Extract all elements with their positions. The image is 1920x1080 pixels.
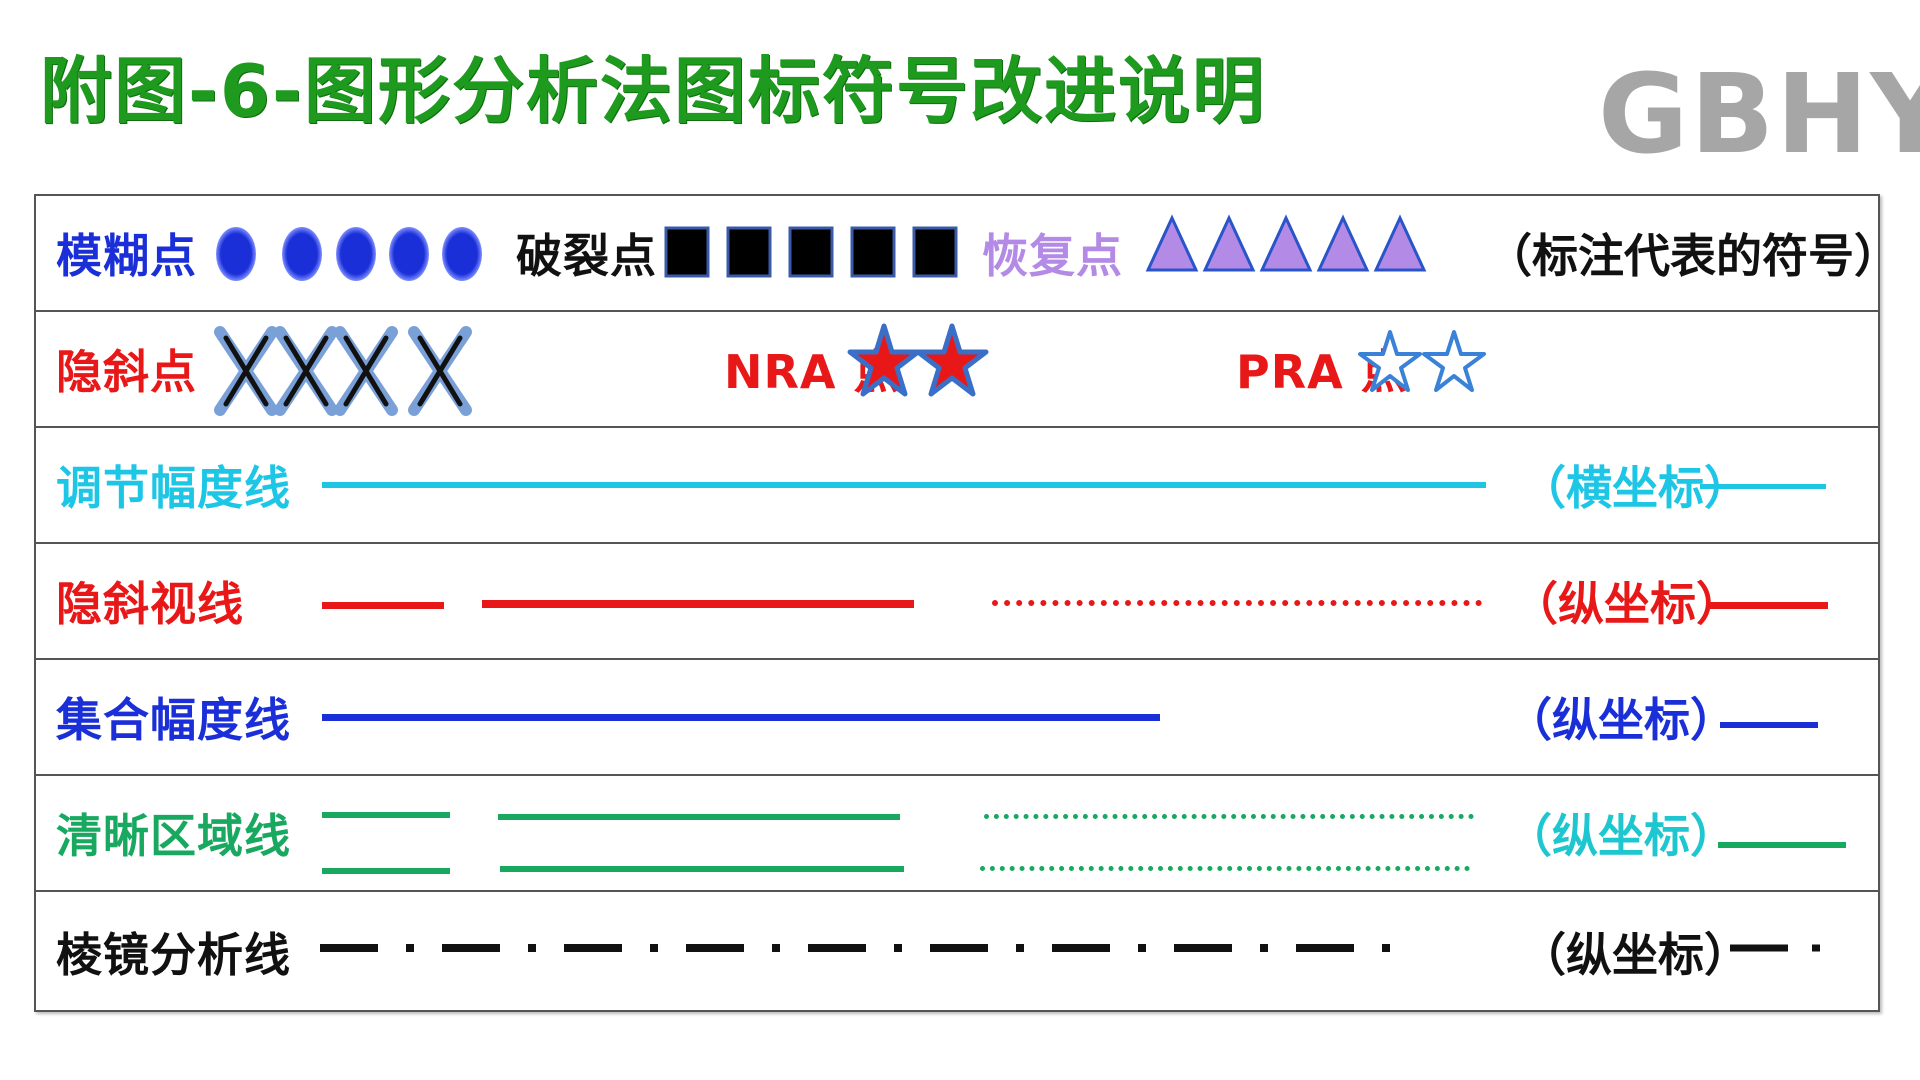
vergence-line-key: [1720, 722, 1818, 728]
recovery-point-label: 恢复点: [982, 229, 1123, 283]
phoria-axis-note: （纵坐标）: [1512, 577, 1742, 631]
vergence-line-sample: [322, 714, 1160, 721]
phoria-line-dash-long: [482, 600, 914, 608]
blur-dot: [389, 227, 429, 281]
phoria-point-symbols: [214, 326, 472, 416]
vergence-line-label: 集合幅度线: [56, 693, 291, 747]
pra-star: [1358, 330, 1422, 392]
clear-zone-axis-note: （纵坐标）: [1506, 809, 1736, 863]
row-accommodation-line: 调节幅度线 （横坐标）: [36, 428, 1878, 544]
phoria-line-key: [1710, 602, 1828, 609]
row-clear-zone-line: 清晰区域线 （纵坐标）: [36, 776, 1878, 892]
clear-zone-upper-dotted: [984, 814, 1474, 819]
phoria-x-mark: [274, 326, 338, 416]
pra-star: [1422, 330, 1486, 392]
nra-star: [847, 323, 921, 397]
blur-dot: [336, 227, 376, 281]
prism-line-key: [1730, 944, 1830, 952]
break-point-symbols: [664, 226, 958, 278]
blur-dot: [442, 227, 482, 281]
phoria-point-label: 隐斜点: [56, 345, 197, 399]
nra-star: [915, 323, 989, 397]
accommodation-line-sample: [322, 482, 1486, 488]
page-title: 附图-6-图形分析法图标符号改进说明: [40, 49, 1266, 133]
blur-point-symbols: [216, 227, 482, 281]
blur-dot: [282, 227, 322, 281]
clear-zone-lower-short: [322, 868, 450, 874]
accommodation-line-key: [1700, 484, 1826, 489]
phoria-line-dotted: [992, 600, 1482, 606]
clear-zone-line-label: 清晰区域线: [56, 809, 291, 863]
accommodation-line-label: 调节幅度线: [56, 461, 291, 515]
symbol-note: （标注代表的符号）: [1486, 229, 1900, 283]
prism-axis-note: （纵坐标）: [1520, 928, 1750, 982]
legend-table: 模糊点 破裂点 恢复点: [34, 194, 1900, 1012]
row-vergence-line: 集合幅度线 （纵坐标）: [36, 660, 1878, 776]
row-prism-line: 棱镜分析线 （纵坐标）: [36, 892, 1878, 1012]
prism-line-label: 棱镜分析线: [56, 928, 291, 982]
vergence-axis-note: （纵坐标）: [1506, 693, 1736, 747]
clear-zone-upper-short: [322, 812, 450, 818]
phoria-line-dash-short: [322, 602, 444, 609]
row-blur-break-recovery: 模糊点 破裂点 恢复点: [36, 196, 1900, 312]
prism-line-sample: [320, 944, 1400, 952]
clear-zone-lower-dotted: [980, 866, 1470, 871]
phoria-line-label: 隐斜视线: [56, 577, 244, 631]
pra-point-symbols: [1358, 330, 1486, 392]
blur-dot: [216, 227, 256, 281]
phoria-x-mark: [334, 326, 398, 416]
clear-zone-upper-long: [498, 814, 900, 820]
recovery-point-symbols: [1145, 214, 1427, 272]
clear-zone-lower-long: [500, 866, 904, 872]
break-point-label: 破裂点: [516, 229, 657, 283]
phoria-x-mark: [408, 326, 472, 416]
nra-point-symbols: [847, 323, 989, 397]
brand-logo: GBHY: [1598, 50, 1920, 178]
row-phoria-nra-pra: 隐斜点: [36, 312, 1878, 428]
phoria-x-mark: [214, 326, 278, 416]
clear-zone-line-key: [1718, 842, 1846, 848]
blur-point-label: 模糊点: [56, 229, 197, 283]
row-phoria-line: 隐斜视线 （纵坐标）: [36, 544, 1878, 660]
